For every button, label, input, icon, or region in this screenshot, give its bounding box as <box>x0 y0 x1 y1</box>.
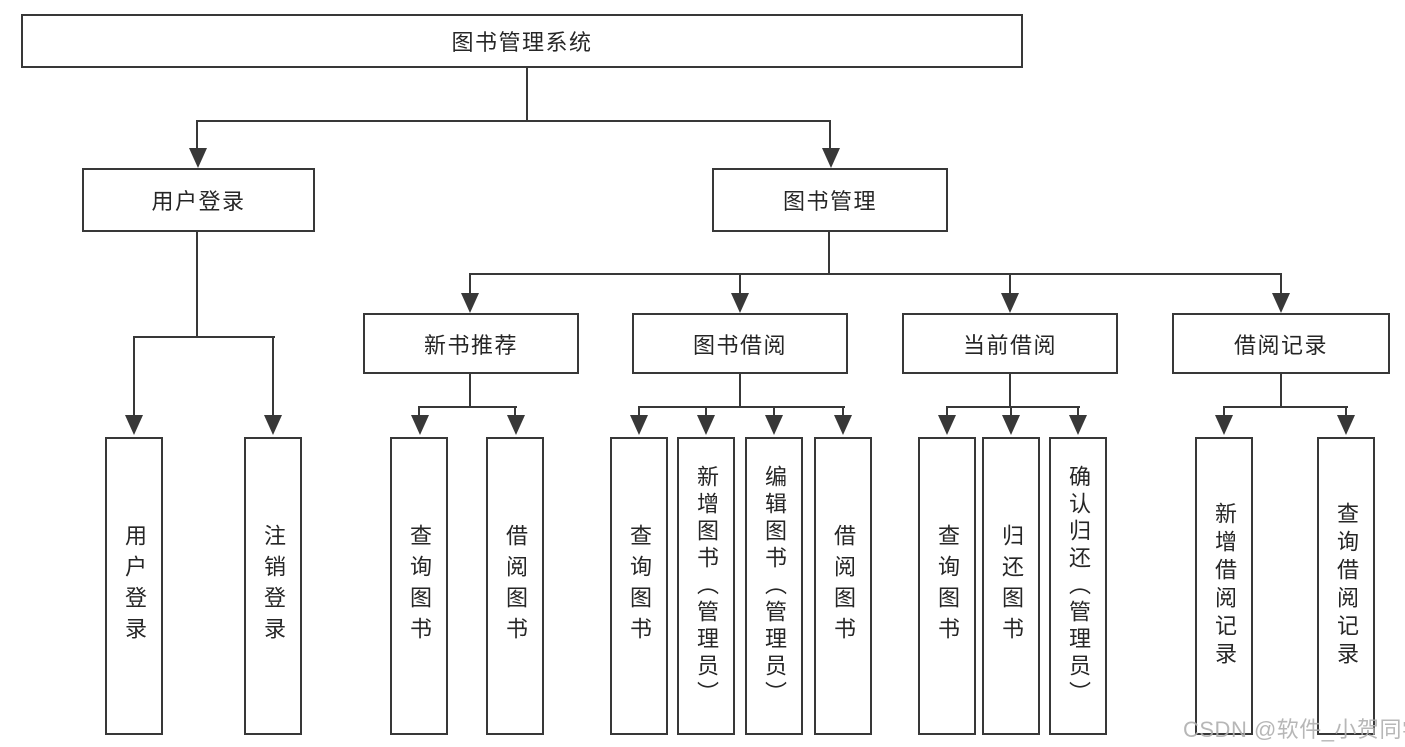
connector-line <box>196 120 198 148</box>
connector-line <box>705 406 707 415</box>
arrow-down-icon <box>125 415 143 435</box>
connector-line <box>526 68 528 121</box>
connector-line <box>418 406 420 415</box>
connector-line <box>133 336 275 338</box>
node-label: 归还图书 <box>999 524 1024 648</box>
node-new-book-recommend: 新书推荐 <box>363 313 579 374</box>
arrow-down-icon <box>411 415 429 435</box>
connector-line <box>1280 372 1282 407</box>
connector-line <box>1345 406 1347 415</box>
node-label: 查询图书 <box>627 524 652 648</box>
watermark: CSDN @软件_小贺同学 <box>1183 717 1405 742</box>
connector-line <box>514 406 516 415</box>
connector-line <box>773 406 775 415</box>
node-label: 新书推荐 <box>423 332 518 358</box>
arrow-down-icon <box>1272 293 1290 313</box>
connector-line <box>469 273 1282 275</box>
node-label: 新增借阅记录 <box>1212 502 1237 670</box>
connector-line <box>829 120 831 148</box>
arrow-down-icon <box>1002 415 1020 435</box>
leaf-user-login: 用户登录 <box>105 437 163 735</box>
connector-line <box>739 273 741 293</box>
connector-line <box>196 230 198 337</box>
leaf-query-books-current: 查询图书 <box>918 437 976 735</box>
connector-line <box>1010 406 1012 415</box>
connector-line <box>1223 406 1348 408</box>
connector-line <box>196 120 831 122</box>
arrow-down-icon <box>822 148 840 168</box>
arrow-down-icon <box>507 415 525 435</box>
connector-line <box>1077 406 1079 415</box>
node-label: 当前借阅 <box>962 332 1057 358</box>
arrow-down-icon <box>731 293 749 313</box>
node-label: 查询借阅记录 <box>1334 502 1359 670</box>
leaf-borrow-books: 借阅图书 <box>814 437 872 735</box>
arrow-down-icon <box>938 415 956 435</box>
connector-line <box>842 406 844 415</box>
leaf-edit-book-admin: 编辑图书（管理员） <box>745 437 803 735</box>
connector-line <box>1280 273 1282 293</box>
node-book-management: 图书管理 <box>712 168 948 232</box>
connector-line <box>828 230 830 275</box>
leaf-query-books-recommend: 查询图书 <box>390 437 448 735</box>
node-label: 用户登录 <box>151 189 246 214</box>
arrow-down-icon <box>461 293 479 313</box>
connector-line <box>946 406 948 415</box>
node-label: 借阅记录 <box>1233 332 1328 358</box>
node-label: 查询图书 <box>935 524 960 648</box>
arrow-down-icon <box>264 415 282 435</box>
node-label: 查询图书 <box>407 524 432 648</box>
connector-line <box>739 372 741 407</box>
connector-line <box>638 406 845 408</box>
node-label: 借阅图书 <box>831 524 856 648</box>
node-label: 用户登录 <box>122 524 147 648</box>
leaf-query-books-borrow: 查询图书 <box>610 437 668 735</box>
node-label: 新增图书（管理员） <box>694 464 719 708</box>
connector-line <box>1009 372 1011 407</box>
arrow-down-icon <box>1001 293 1019 313</box>
arrow-down-icon <box>189 148 207 168</box>
arrow-down-icon <box>630 415 648 435</box>
arrow-down-icon <box>1215 415 1233 435</box>
leaf-query-borrow-record: 查询借阅记录 <box>1317 437 1375 735</box>
node-label: 图书借阅 <box>692 332 787 358</box>
connector-line <box>272 336 274 415</box>
leaf-logout: 注销登录 <box>244 437 302 735</box>
leaf-return-book: 归还图书 <box>982 437 1040 735</box>
connector-line <box>133 336 135 415</box>
connector-line <box>469 372 471 407</box>
leaf-add-borrow-record: 新增借阅记录 <box>1195 437 1253 735</box>
node-user-login: 用户登录 <box>82 168 315 232</box>
connector-line <box>1009 273 1011 293</box>
node-label: 确认归还（管理员） <box>1066 464 1091 708</box>
arrow-down-icon <box>834 415 852 435</box>
node-label: 图书管理 <box>782 189 877 214</box>
connector-line <box>469 273 471 293</box>
node-label: 编辑图书（管理员） <box>762 464 787 708</box>
node-label: 借阅图书 <box>503 524 528 648</box>
node-label: 注销登录 <box>261 524 286 648</box>
node-borrow-records: 借阅记录 <box>1172 313 1390 374</box>
node-current-borrow: 当前借阅 <box>902 313 1118 374</box>
node-label: 图书管理系统 <box>451 30 593 55</box>
arrow-down-icon <box>1069 415 1087 435</box>
arrow-down-icon <box>765 415 783 435</box>
node-root-system: 图书管理系统 <box>21 14 1023 68</box>
connector-line <box>946 406 1080 408</box>
leaf-add-book-admin: 新增图书（管理员） <box>677 437 735 735</box>
node-book-borrow: 图书借阅 <box>632 313 848 374</box>
arrow-down-icon <box>1337 415 1355 435</box>
connector-line <box>418 406 517 408</box>
arrow-down-icon <box>697 415 715 435</box>
connector-line <box>1223 406 1225 415</box>
connector-line <box>638 406 640 415</box>
leaf-borrow-books-recommend: 借阅图书 <box>486 437 544 735</box>
leaf-confirm-return-admin: 确认归还（管理员） <box>1049 437 1107 735</box>
